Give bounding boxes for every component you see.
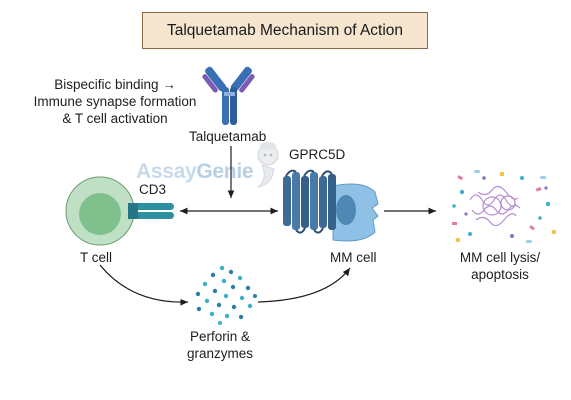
mm-cell-icon <box>332 183 379 242</box>
antibody-icon <box>202 66 255 125</box>
binding-caption-line2: Immune synapse formation <box>33 94 197 109</box>
perforin-label: Perforin & granzymes <box>170 328 270 362</box>
binding-caption: Bispecific binding → Immune synapse form… <box>20 76 210 127</box>
t-cell-label: T cell <box>80 250 113 265</box>
perforin-label-line2: granzymes <box>186 346 254 361</box>
assaygenie-watermark: AssayGenie <box>136 160 254 184</box>
gprc5d-receptor-icon <box>283 169 336 234</box>
talquetamab-label: Talquetamab <box>189 129 267 144</box>
gprc5d-label: GPRC5D <box>289 147 346 162</box>
lysed-cell-debris-icon <box>452 170 556 243</box>
lysis-label-line2: apoptosis <box>471 267 529 282</box>
cd3-receptor-icon <box>128 203 174 219</box>
lysis-label-line1: MM cell lysis/ <box>459 250 541 265</box>
granzyme-granules-icon <box>195 265 257 325</box>
perforin-label-line1: Perforin & <box>189 329 251 344</box>
diagram-title: Talquetamab Mechanism of Action <box>142 12 428 49</box>
binding-caption-line3: & T cell activation <box>62 111 168 126</box>
t-cell-icon <box>65 176 135 246</box>
cd3-label: CD3 <box>139 182 167 197</box>
mm-cell-label: MM cell <box>330 250 377 265</box>
assaygenie-mascot-icon <box>256 142 279 188</box>
watermark-text-assay: Assay <box>136 160 197 183</box>
binding-caption-line1: Bispecific binding → <box>54 77 176 92</box>
watermark-text-genie: Genie <box>196 160 254 183</box>
lysis-label: MM cell lysis/ apoptosis <box>440 249 560 283</box>
